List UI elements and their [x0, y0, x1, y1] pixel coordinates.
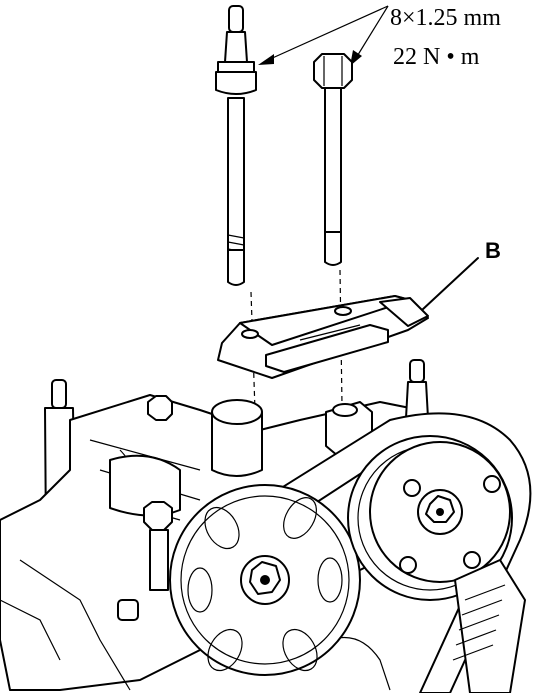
long-bolt-right [313, 53, 353, 266]
callout-leader-b [421, 257, 479, 311]
callout-label-b: B [485, 238, 501, 263]
torque-label: 22 N • m [393, 44, 480, 70]
camshaft-sprocket [169, 484, 361, 676]
second-sprocket [347, 435, 513, 601]
bracket-plate-b [217, 295, 429, 379]
bolt-size-label: 8×1.25 mm [390, 5, 501, 31]
tensioner-assembly [452, 559, 526, 693]
long-bolt-left [215, 5, 257, 286]
